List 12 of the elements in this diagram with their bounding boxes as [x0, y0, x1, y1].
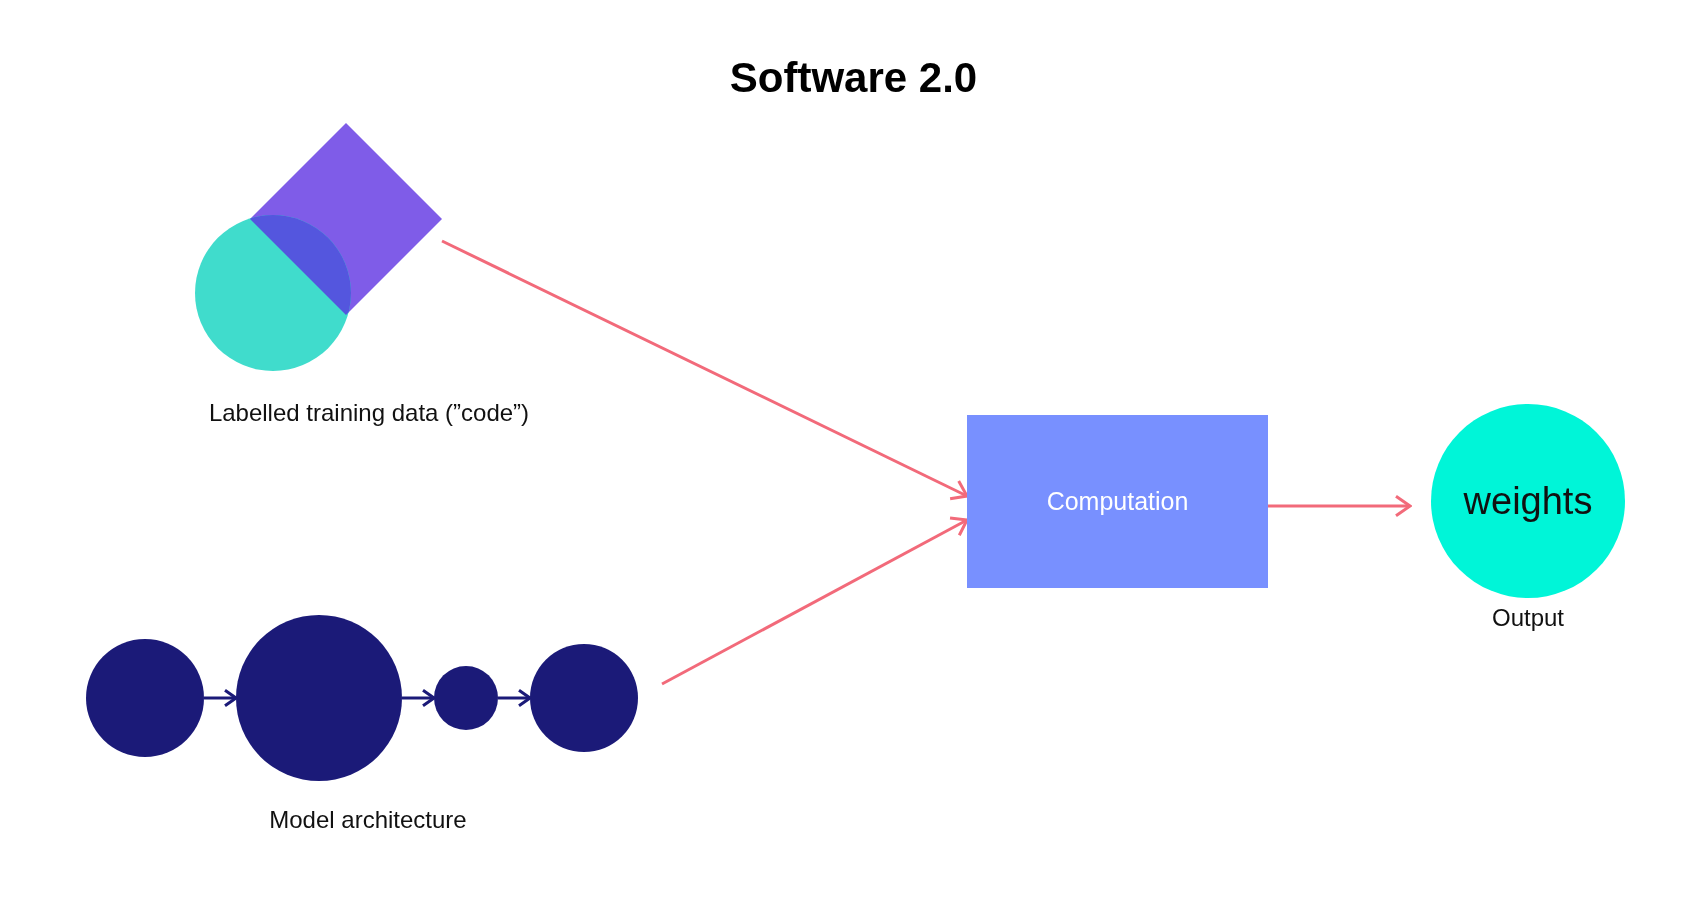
arrow: [1268, 494, 1412, 518]
arrow: [441, 239, 969, 501]
arrow: [204, 688, 238, 708]
node-label: Model architecture: [268, 806, 468, 834]
node-label: Output: [1490, 604, 1565, 632]
output-circle: weights: [1431, 404, 1625, 598]
arrow: [402, 688, 436, 708]
process-box: Computation: [967, 415, 1268, 588]
arrow: [661, 516, 969, 686]
diagram-title: Software 2.0: [728, 54, 979, 102]
node-label: Labelled training data (”code”): [207, 399, 531, 427]
arrow: [498, 688, 532, 708]
